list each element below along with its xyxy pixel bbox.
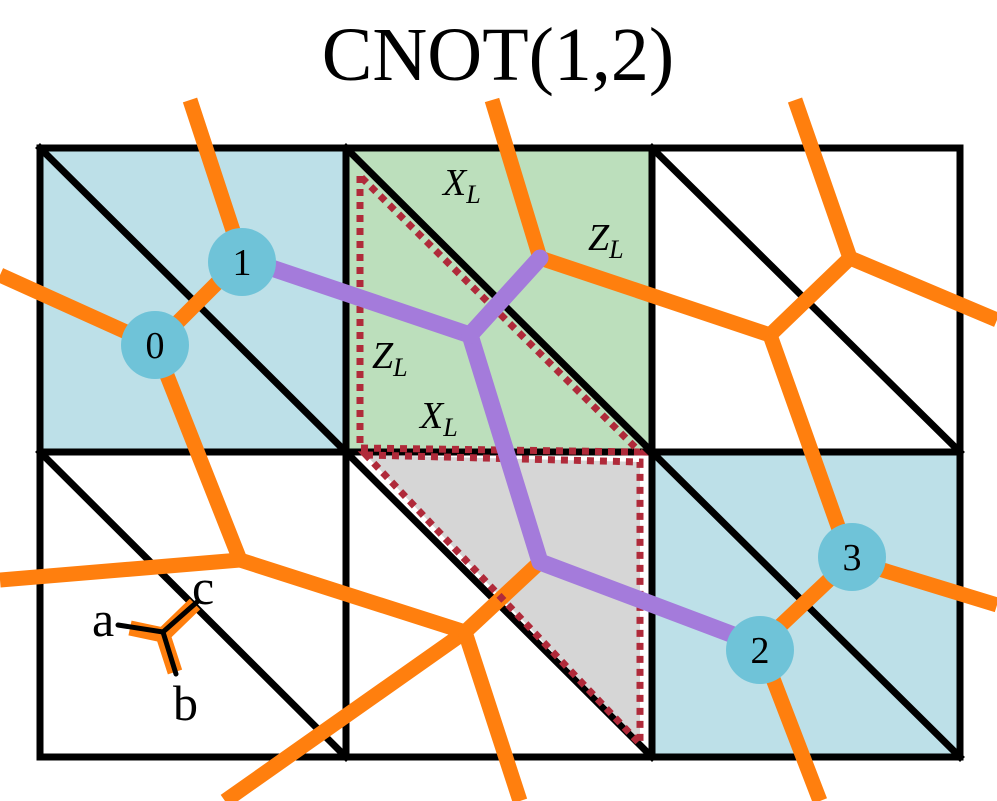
- legend-label-c: c: [192, 559, 214, 615]
- honeycomb-edge: [787, 97, 858, 261]
- cnot-path: [239, 249, 764, 653]
- operator-base: Z: [372, 335, 394, 377]
- qubits: 0 1 2 3: [121, 228, 886, 684]
- operator-zl-top: ZL: [588, 217, 624, 264]
- operator-subscript: L: [608, 235, 623, 264]
- edge-legend: a b c: [92, 559, 214, 731]
- legend-edge-b: [160, 629, 179, 677]
- qubit-node: [818, 523, 886, 591]
- honeycomb-edge: [0, 97, 250, 353]
- qubit-label: 3: [843, 537, 862, 579]
- diagram-title: CNOT(1,2): [322, 13, 675, 97]
- operator-base: X: [441, 162, 468, 204]
- qubit-0: 0: [121, 311, 189, 379]
- operator-subscript: L: [442, 413, 457, 442]
- qubit-label: 0: [146, 325, 165, 367]
- operator-xl-top: XL: [441, 162, 481, 209]
- operator-base: Z: [588, 217, 610, 259]
- honeycomb-edge: [457, 629, 528, 801]
- qubit-node: [726, 616, 794, 684]
- logical-boundaries: [356, 167, 649, 753]
- boundary-upper-triangle: [356, 167, 649, 456]
- qubit-3: 3: [818, 523, 886, 591]
- operator-subscript: L: [465, 180, 480, 209]
- operator-zl-mid: ZL: [372, 335, 408, 382]
- boundary-lower-triangle: [357, 451, 644, 753]
- legend-edge-c: [160, 599, 200, 635]
- legend-label-b: b: [173, 675, 198, 731]
- qubit-1: 1: [208, 228, 276, 296]
- honeycomb-edge: [537, 250, 997, 343]
- qubit-2: 2: [726, 616, 794, 684]
- legend-label-a: a: [92, 591, 114, 647]
- operator-subscript: L: [392, 353, 407, 382]
- operator-xl-mid: XL: [418, 395, 458, 442]
- operator-base: X: [418, 395, 445, 437]
- qubit-node: [208, 228, 276, 296]
- cnot-path-branch: [461, 249, 549, 344]
- operator-labels: XL ZL ZL XL: [372, 162, 624, 442]
- qubit-label: 1: [233, 242, 252, 284]
- qubit-label: 2: [751, 630, 770, 672]
- legend-edge-a: [115, 622, 166, 635]
- qubit-node: [121, 311, 189, 379]
